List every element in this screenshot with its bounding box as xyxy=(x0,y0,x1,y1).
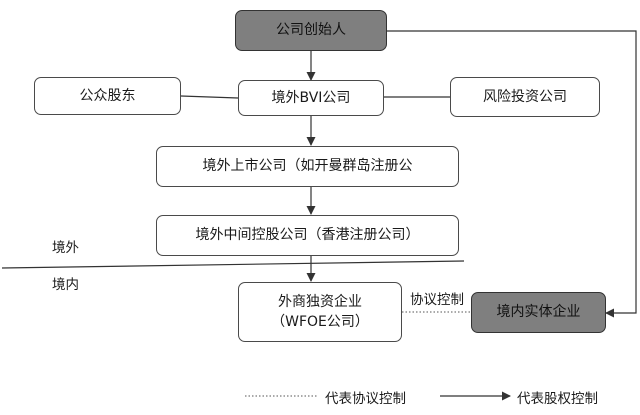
arrow-founder-to-domestic xyxy=(387,30,637,318)
region-onshore-label: 境内 xyxy=(52,277,79,293)
line-public-to-bvi xyxy=(180,95,239,99)
public-shareholders-box: 公众股东 xyxy=(34,77,181,115)
region-offshore-label: 境外 xyxy=(52,240,79,256)
offshore-bvi-box: 境外BVI公司 xyxy=(238,80,384,116)
founder-box: 公司创始人 xyxy=(235,10,387,51)
offshore-intermediate-box: 境外中间控股公司（香港注册公司） xyxy=(156,215,459,256)
wfoe-box: 外商独资企业 （WFOE公司） xyxy=(238,282,402,342)
agreement-control-label: 协议控制 xyxy=(410,292,464,308)
venture-capital-box: 风险投资公司 xyxy=(450,77,600,117)
offshore-onshore-boundary xyxy=(1,260,465,269)
legend-equity-control: 代表股权控制 xyxy=(517,391,598,407)
offshore-listed-box: 境外上市公司（如开曼群岛注册公 xyxy=(156,146,459,187)
wfoe-name: 外商独资企业 xyxy=(278,293,362,310)
wfoe-abbr: （WFOE公司） xyxy=(271,314,369,330)
domestic-entity-box: 境内实体企业 xyxy=(471,292,606,333)
legend-agreement-control: 代表协议控制 xyxy=(325,391,406,407)
